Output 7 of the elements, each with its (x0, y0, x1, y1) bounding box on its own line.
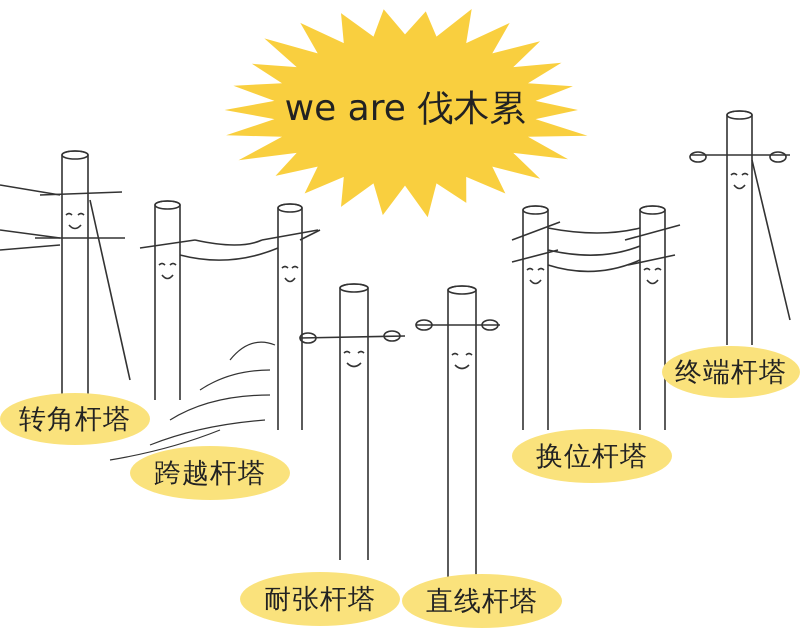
label-bubble: 换位杆塔 (512, 429, 672, 483)
label-bubble: 直线杆塔 (402, 574, 562, 628)
label-bubble: 转角杆塔 (0, 393, 150, 445)
label-bubble: 耐张杆塔 (240, 572, 400, 626)
label-bubble: 跨越杆塔 (130, 446, 290, 500)
title-text: we are 伐木累 (284, 87, 526, 131)
label-bubble: 终端杆塔 (662, 346, 800, 398)
